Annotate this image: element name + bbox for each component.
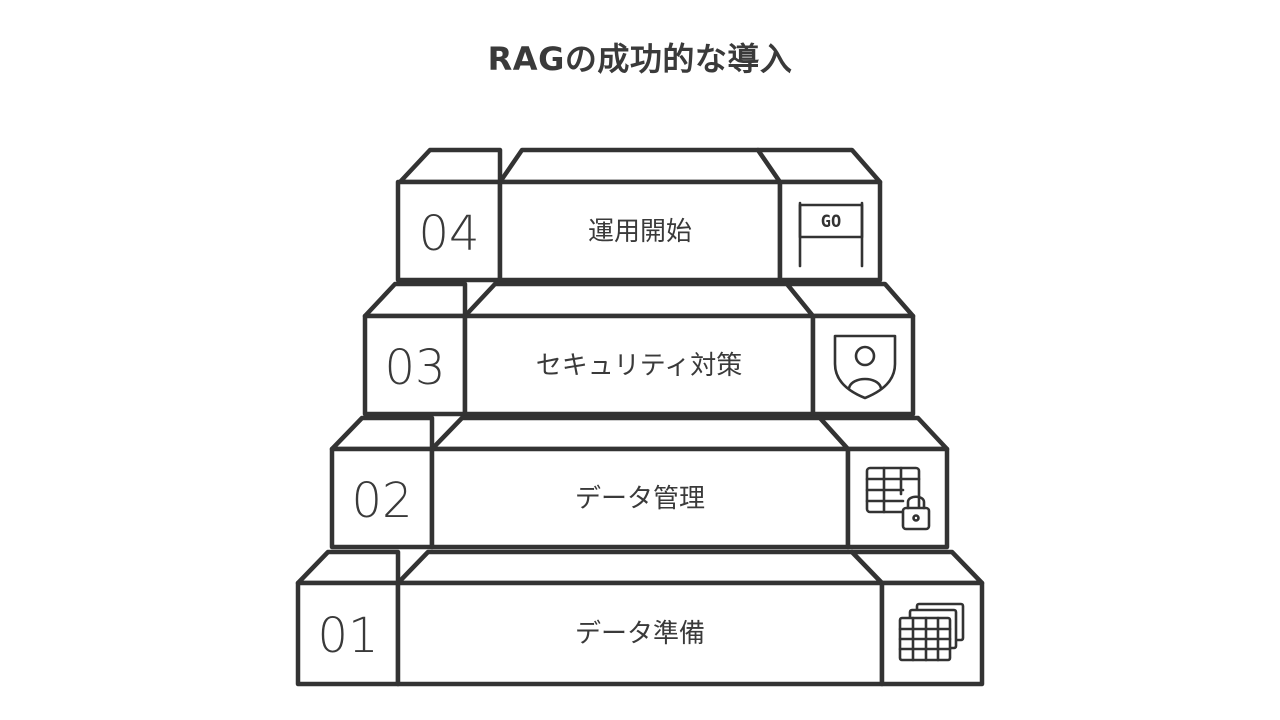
go-flag-icon: GO [798, 201, 864, 268]
locked-table-icon [865, 466, 931, 531]
shield-user-icon [833, 334, 897, 400]
step-number: 02 [351, 473, 412, 529]
step-label: データ管理 [575, 484, 705, 514]
stacked-tables-icon [898, 602, 965, 662]
diagram-title: RAGの成功的な導入 [487, 40, 793, 78]
step-number: 04 [418, 206, 479, 262]
go-label: GO [821, 212, 841, 232]
step-02: 02 データ管理 [329, 415, 950, 550]
step-04: 04 運用開始 GO [395, 147, 883, 283]
step-label: データ準備 [575, 619, 705, 649]
step-label: セキュリティ対策 [536, 351, 742, 381]
step-number: 03 [384, 340, 445, 396]
step-label: 運用開始 [588, 217, 692, 247]
step-01: 01 データ準備 [295, 549, 985, 687]
step-number: 01 [317, 608, 378, 664]
step-03: 03 セキュリティ対策 [362, 281, 916, 417]
